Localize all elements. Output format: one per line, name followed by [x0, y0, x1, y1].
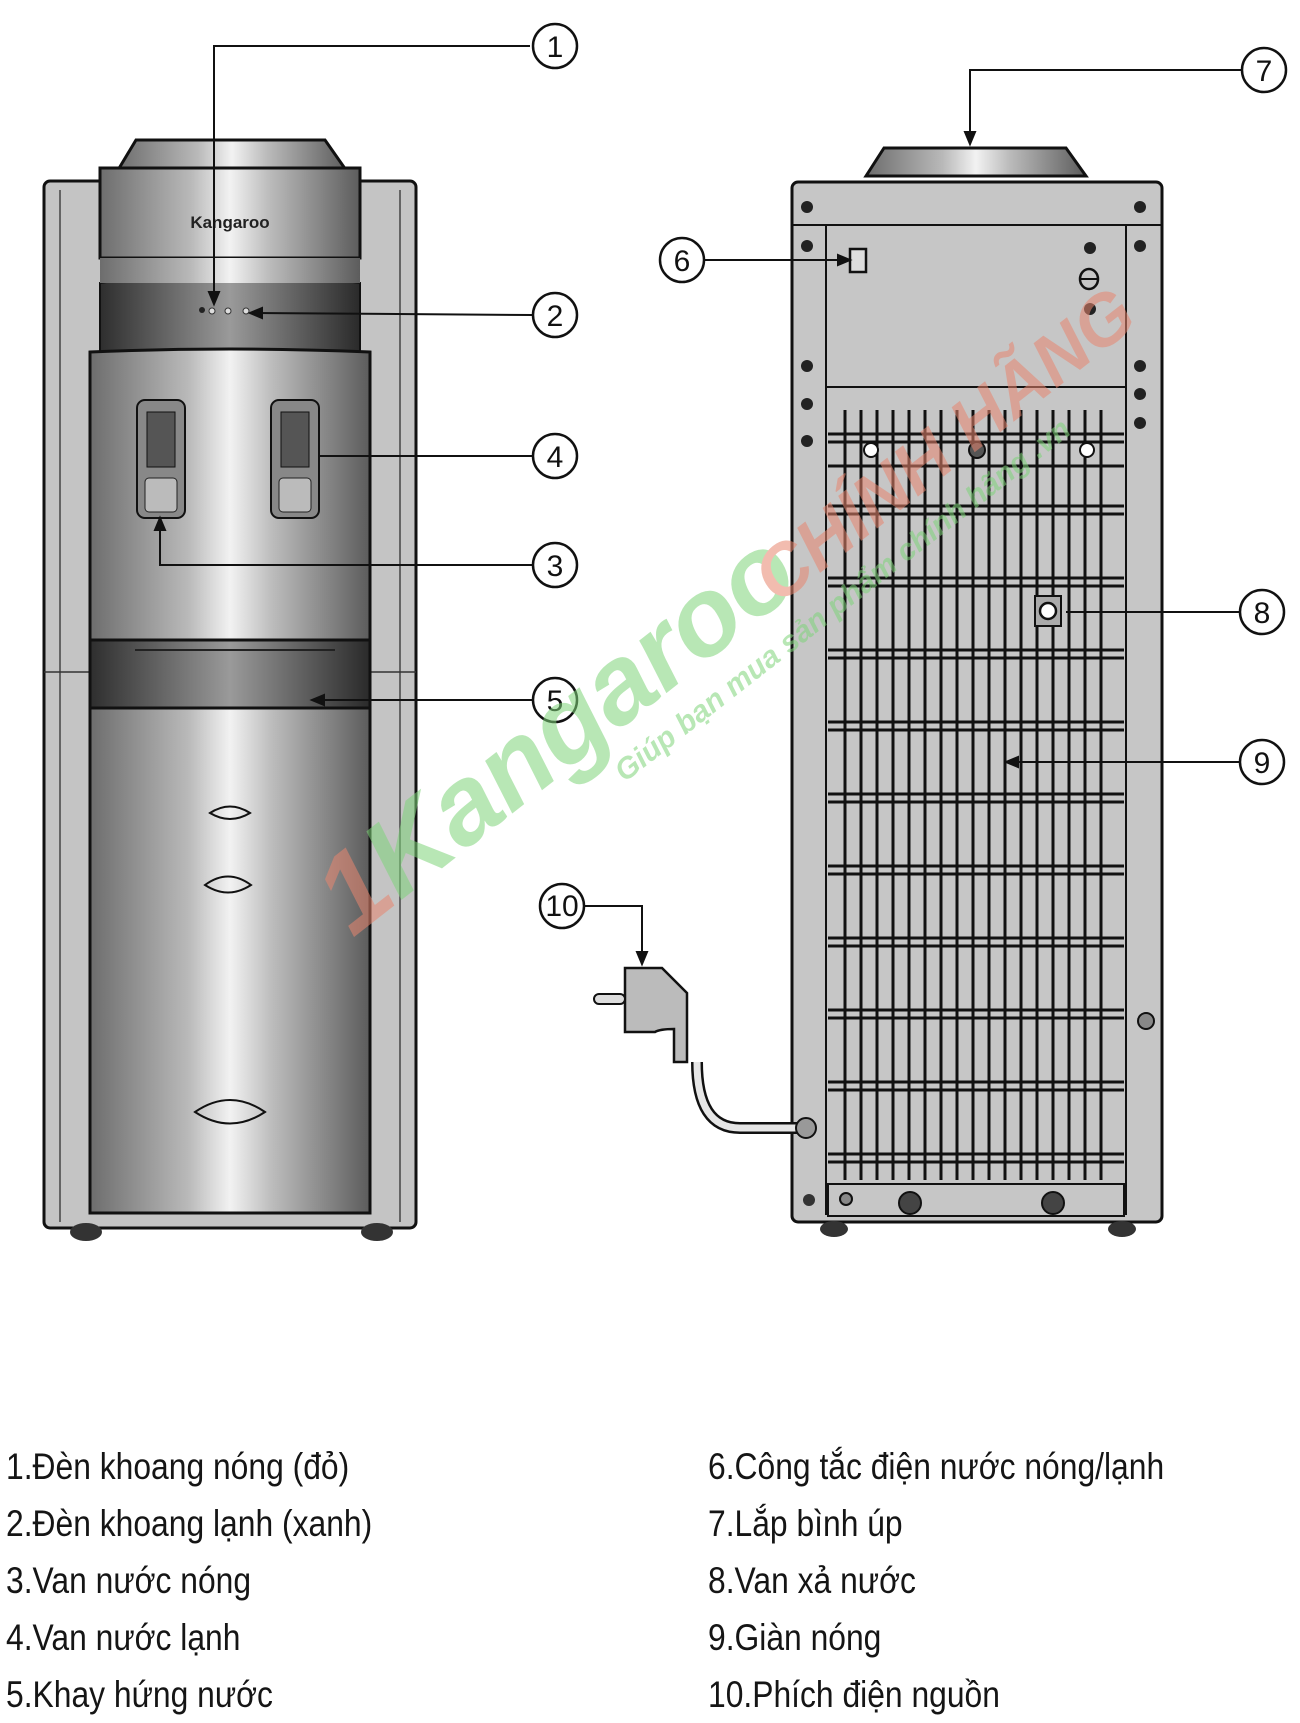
- legend-item-10: 10.Phích điện nguồn: [708, 1674, 1000, 1715]
- cold-water-tap: [270, 399, 320, 519]
- callout-6: 6: [658, 236, 706, 284]
- svg-text:1: 1: [547, 31, 564, 64]
- svg-text:6: 6: [674, 245, 691, 278]
- hot-water-tap: [136, 399, 186, 519]
- legend-item-8: 8.Van xả nước: [708, 1560, 916, 1601]
- callout-8: 8: [1238, 588, 1286, 636]
- legend-right: 6.Công tắc điện nước nóng/lạnh 7.Lắp bìn…: [708, 1438, 1164, 1723]
- svg-text:5: 5: [547, 685, 564, 718]
- front-view: Kangaroo: [42, 138, 418, 1241]
- legend-left: 1.Đèn khoang nóng (đỏ) 2.Đèn khoang lạnh…: [6, 1438, 372, 1723]
- svg-text:4: 4: [547, 441, 564, 474]
- callout-7: 7: [1240, 46, 1288, 94]
- callout-10: 10: [538, 882, 586, 930]
- power-plug: [593, 966, 817, 1139]
- svg-text:3: 3: [547, 550, 564, 583]
- callout-9: 9: [1238, 738, 1286, 786]
- legend-item-4: 4.Van nước lạnh: [6, 1617, 241, 1658]
- callout-4: 4: [531, 432, 579, 480]
- drain-valve: [1034, 595, 1062, 627]
- legend-item-6: 6.Công tắc điện nước nóng/lạnh: [708, 1446, 1165, 1487]
- front-callouts: [153, 45, 533, 707]
- svg-text:7: 7: [1256, 55, 1273, 88]
- power-switch: [848, 247, 868, 274]
- svg-text:8: 8: [1254, 597, 1271, 630]
- back-view: [593, 146, 1164, 1237]
- svg-text:2: 2: [547, 300, 564, 333]
- callout-1: 1: [531, 22, 579, 70]
- drip-tray: [88, 638, 372, 710]
- water-dispenser-diagram: Kangaroo: [42, 22, 1288, 1241]
- svg-text:9: 9: [1254, 747, 1271, 780]
- callout-2: 2: [531, 291, 579, 339]
- legend-item-7: 7.Lắp bình úp: [708, 1503, 903, 1544]
- callout-5: 5: [531, 676, 579, 724]
- legend-item-3: 3.Van nước nóng: [6, 1560, 252, 1601]
- legend-item-2: 2.Đèn khoang lạnh (xanh): [6, 1503, 373, 1544]
- svg-text:10: 10: [545, 890, 578, 923]
- callout-3: 3: [531, 541, 579, 589]
- legend-item-9: 9.Giàn nóng: [708, 1617, 882, 1658]
- legend-item-5: 5.Khay hứng nước: [6, 1674, 273, 1715]
- brand-label: Kangaroo: [190, 213, 269, 232]
- legend-item-1: 1.Đèn khoang nóng (đỏ): [6, 1446, 350, 1487]
- indicator-lights: [199, 307, 250, 315]
- back-callouts: [584, 69, 1250, 967]
